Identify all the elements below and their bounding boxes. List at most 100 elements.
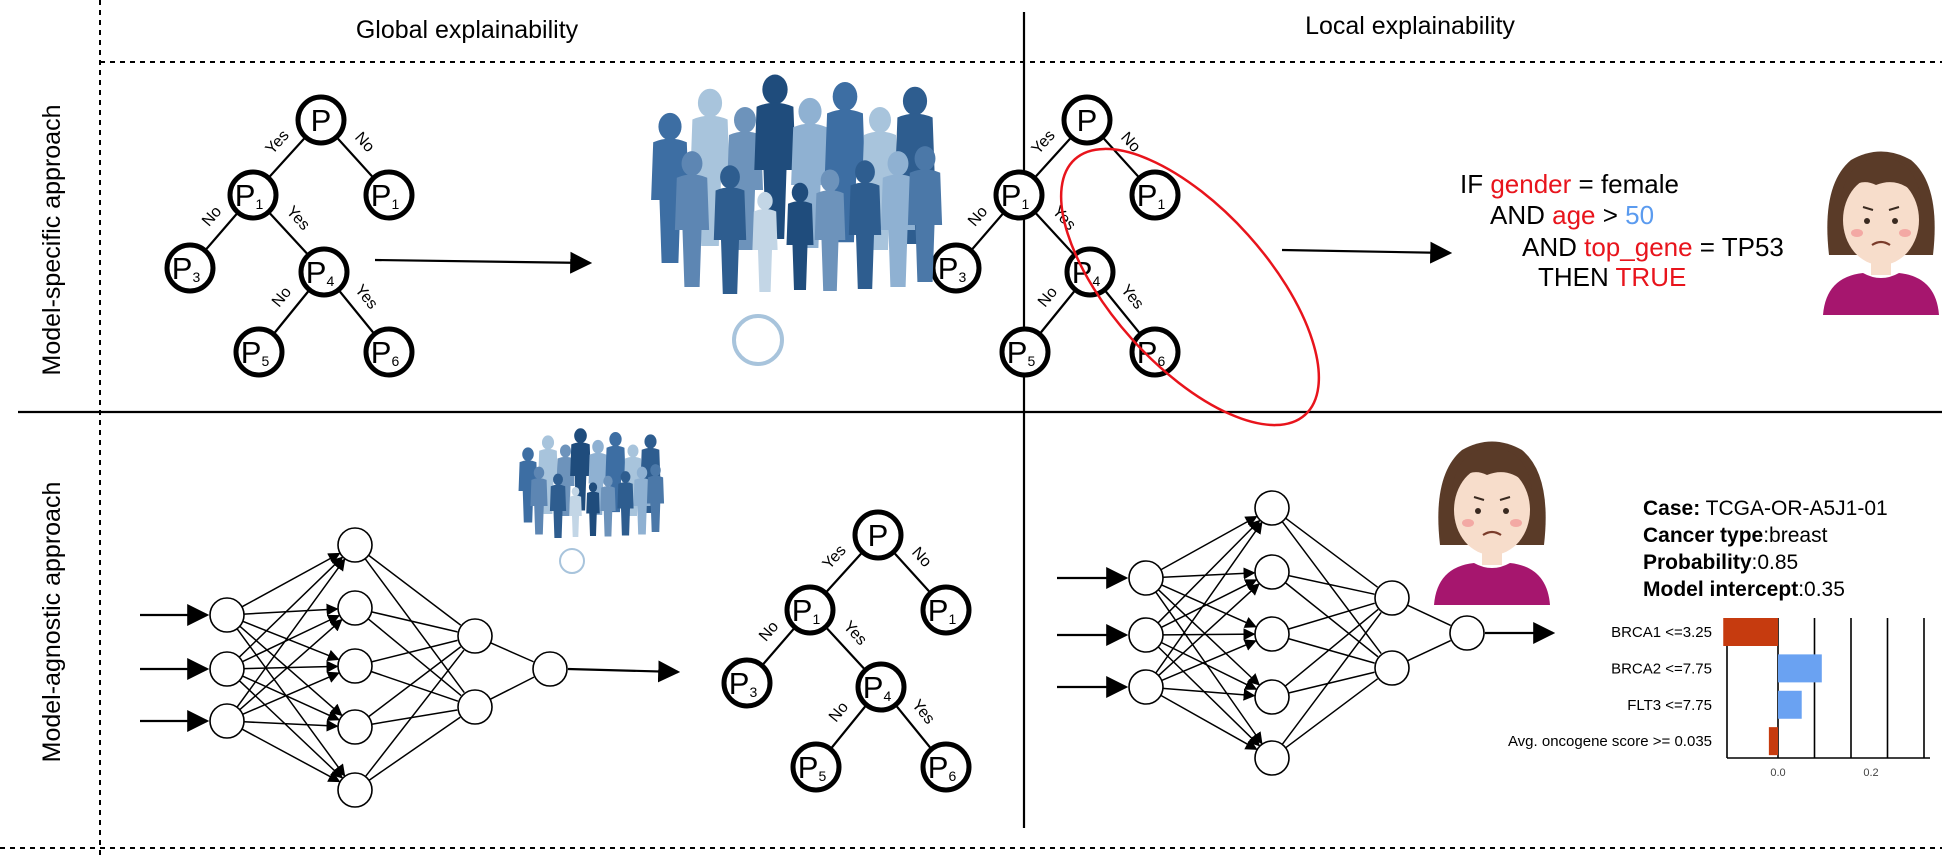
network-neuron: [1449, 615, 1485, 651]
network-neuron: [337, 527, 373, 563]
svg-text:P: P: [868, 518, 889, 553]
tree-edge-label-yes: Yes: [820, 542, 850, 573]
tree-edge-label-no: No: [1035, 284, 1061, 311]
tree-edge-label-yes: Yes: [351, 282, 381, 313]
network-neuron: [1374, 580, 1410, 616]
svg-text:P5: P5: [1007, 335, 1036, 370]
network-neuron: [1128, 617, 1164, 653]
people-crowd-icon: [651, 74, 943, 366]
rule-line-3: AND top_gene = TP53: [1522, 232, 1784, 262]
rule-line-2: AND age > 50: [1490, 200, 1654, 230]
tick-label: 0.0: [1770, 767, 1785, 779]
bar: [1723, 618, 1778, 646]
tree-node: P3: [721, 657, 773, 709]
tick-label: 0.2: [1863, 767, 1878, 779]
tree-edge-label-no: No: [351, 129, 377, 156]
svg-text:P1: P1: [371, 178, 400, 213]
network-neuron: [1128, 669, 1164, 705]
svg-text:P3: P3: [172, 251, 201, 286]
bar-label: BRCA1 <=3.25: [1611, 624, 1712, 641]
network-neuron: [337, 590, 373, 626]
tree-node: P5: [999, 326, 1051, 378]
tree-node: P1: [1129, 169, 1181, 221]
tree-edge-label-yes: Yes: [263, 127, 293, 158]
bar-label: BRCA2 <=7.75: [1611, 660, 1712, 677]
network-neuron: [209, 703, 245, 739]
sad-girl-avatar-icon: [1432, 440, 1552, 607]
svg-text:P1: P1: [235, 178, 264, 213]
header-local: Local explainability: [1305, 12, 1515, 40]
network-neuron: [1254, 740, 1290, 776]
tree-node: P: [295, 94, 347, 146]
tree-edge-label-yes: Yes: [283, 203, 313, 234]
rule-line-4: THEN TRUE: [1538, 262, 1686, 292]
rule-outcome: TRUE: [1616, 262, 1687, 292]
svg-text:P1: P1: [1001, 178, 1030, 213]
network-neuron: [1374, 650, 1410, 686]
tree-node: P: [1061, 94, 1113, 146]
svg-text:P3: P3: [938, 251, 967, 286]
svg-text:P5: P5: [241, 335, 270, 370]
tree-node: P3: [164, 242, 216, 294]
tree-node: P: [852, 509, 904, 561]
tree-node: P4: [298, 246, 350, 298]
network-neuron: [1254, 679, 1290, 715]
bar: [1768, 727, 1778, 756]
row-label-model-specific: Model-specific approach: [38, 105, 66, 376]
tree-edge-label-no: No: [199, 203, 225, 230]
sad-girl-avatar-icon: [1821, 150, 1941, 317]
network-neuron: [1254, 554, 1290, 590]
case-id: Case: TCGA-OR-A5J1-01: [1643, 497, 1888, 520]
network-neuron: [1128, 560, 1164, 596]
rule-feature-gender: gender: [1490, 169, 1571, 199]
network-neuron: [209, 597, 245, 633]
svg-text:P1: P1: [1137, 178, 1166, 213]
tree-node: P6: [920, 741, 972, 793]
tree-edge-label-no: No: [965, 203, 991, 230]
neural-network-global: [140, 527, 568, 808]
tree-node: P1: [784, 584, 836, 636]
tree-node: P6: [1129, 326, 1181, 378]
bar-label: FLT3 <=7.75: [1627, 697, 1712, 714]
svg-text:P3: P3: [729, 666, 758, 701]
svg-text:P4: P4: [863, 670, 892, 705]
tree-node: P4: [855, 661, 907, 713]
rule-line-1: IF gender = female: [1460, 169, 1679, 199]
svg-text:P4: P4: [306, 255, 335, 290]
tree-node: P4: [1064, 246, 1116, 298]
network-neuron: [1254, 616, 1290, 652]
case-info: Case: TCGA-OR-A5J1-01 Cancer type:breast…: [1643, 497, 1888, 601]
header-global: Global explainability: [356, 16, 579, 44]
bar: [1778, 654, 1822, 683]
network-neuron: [532, 651, 568, 687]
bar-label: Avg. oncogene score >= 0.035: [1508, 733, 1712, 750]
network-neuron: [209, 651, 245, 687]
rule-feature-top-gene: top_gene: [1584, 232, 1692, 262]
tree-node: P1: [920, 584, 972, 636]
tree-node: P1: [227, 169, 279, 221]
arrow-tree-to-rule: [1281, 241, 1453, 264]
tree-edge-label-yes: Yes: [1117, 282, 1147, 313]
rule-value-age: 50: [1625, 200, 1654, 230]
svg-text:P4: P4: [1072, 255, 1101, 290]
arrow-net-to-tree: [567, 660, 681, 683]
network-neuron: [337, 772, 373, 808]
svg-text:P: P: [311, 103, 332, 138]
network-neuron: [337, 709, 373, 745]
svg-text:P1: P1: [792, 593, 821, 628]
rule-feature-age: age: [1552, 200, 1595, 230]
tree-node: P5: [790, 741, 842, 793]
tree-edge-label-no: No: [756, 618, 782, 645]
network-neuron: [337, 648, 373, 684]
tree-edge-label-yes: Yes: [1029, 127, 1059, 158]
svg-text:P5: P5: [798, 750, 827, 785]
neural-network-local: [1057, 490, 1485, 776]
tree-edge-label-no: No: [269, 284, 295, 311]
tree-edge-label-yes: Yes: [908, 697, 938, 728]
row-label-model-agnostic: Model-agnostic approach: [38, 482, 66, 763]
